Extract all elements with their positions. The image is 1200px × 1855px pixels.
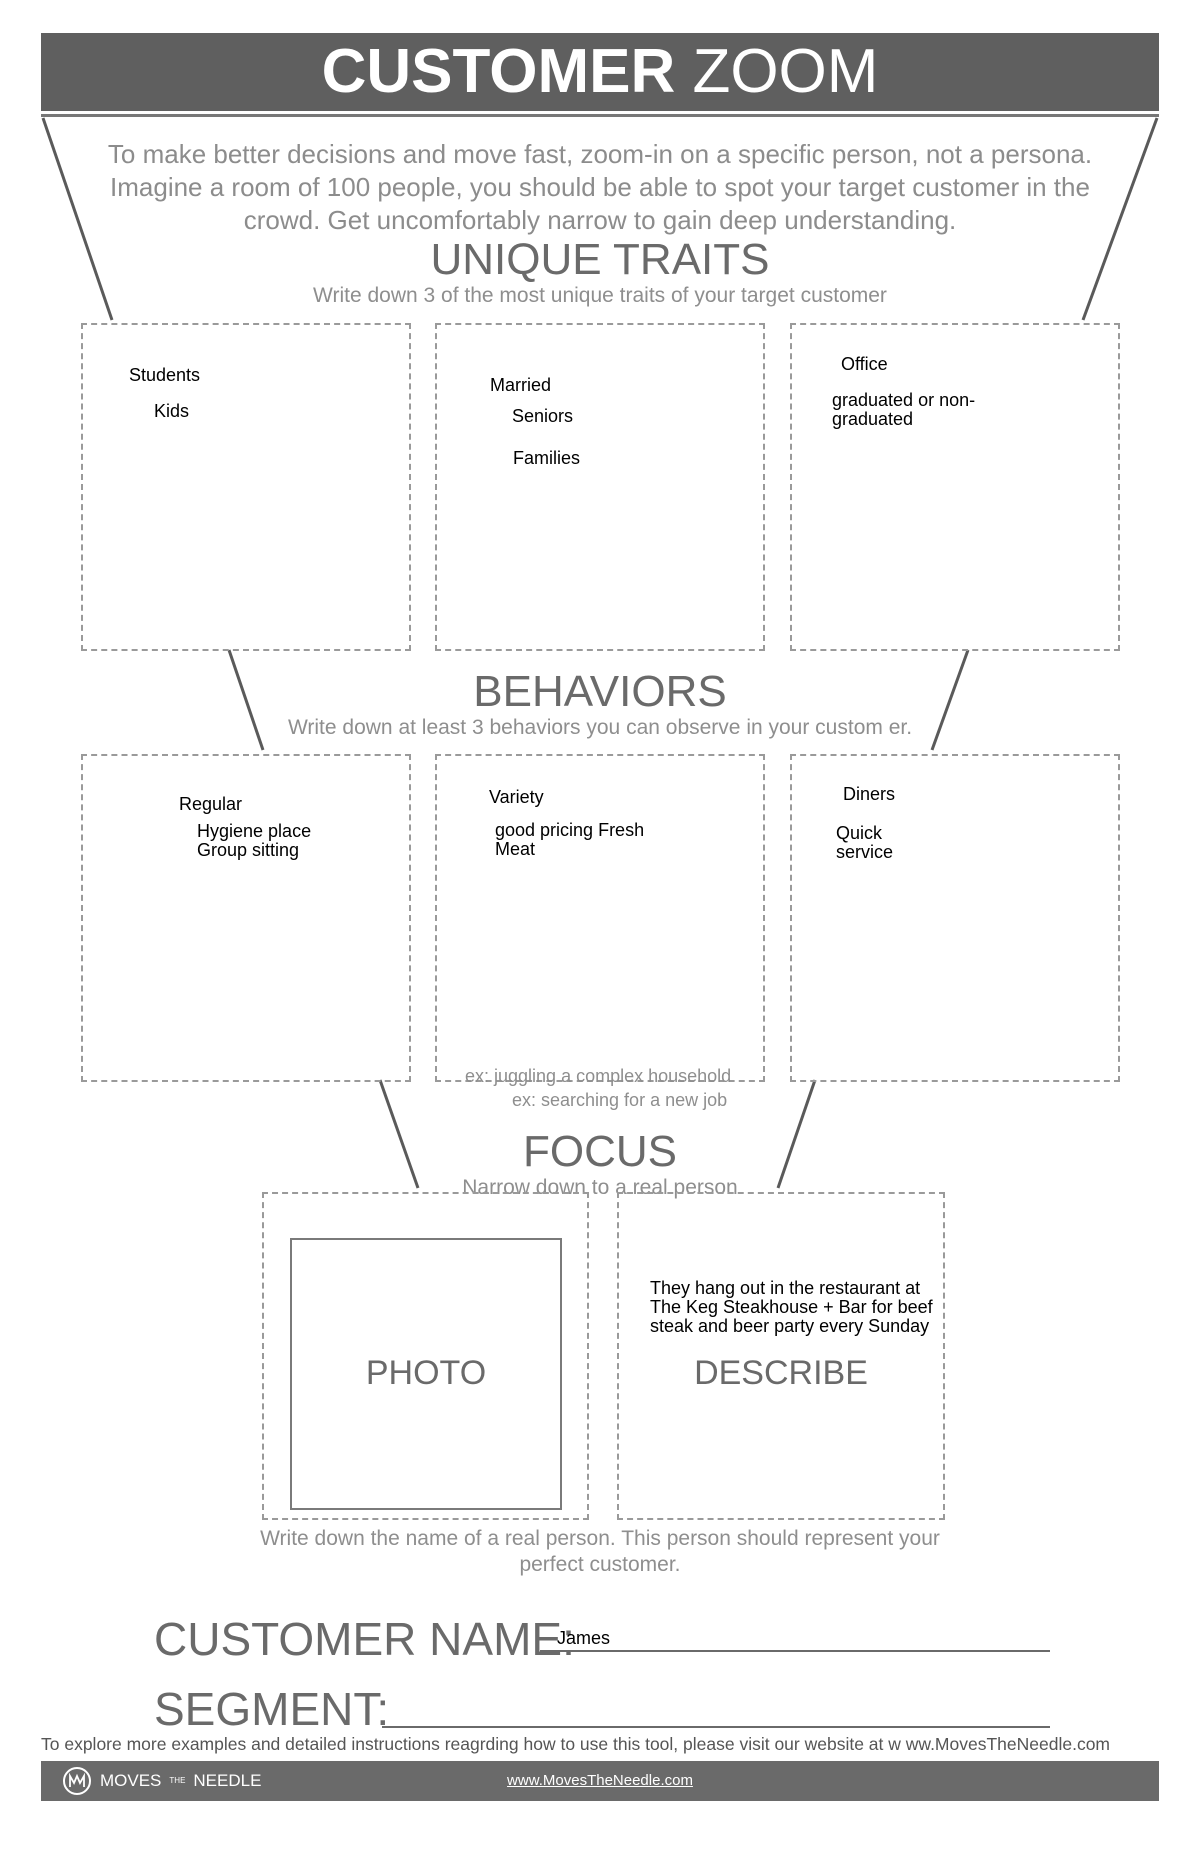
behavior-3-item-2: Quick service	[836, 823, 894, 862]
unique-traits-title: UNIQUE TRAITS	[430, 235, 770, 284]
behavior-2-item-2: good pricing Fresh Meat	[495, 820, 645, 859]
focus-instruction: Write down the name of a real person. Th…	[260, 1527, 940, 1576]
customer-name-line[interactable]	[540, 1650, 1050, 1652]
behavior-1-item-1: Regular	[179, 794, 243, 814]
describe-label: DESCRIBE	[694, 1354, 868, 1392]
brand-moves: MOVES	[100, 1771, 162, 1790]
behavior-box-3[interactable]: Diners Quick service	[790, 754, 1120, 1082]
behavior-2-item-1: Variety	[489, 787, 544, 807]
funnel-line-bottom-right	[776, 1079, 817, 1189]
intro-text: To make better decisions and move fast, …	[107, 139, 1093, 235]
moves-the-needle-logo-icon	[63, 1767, 91, 1795]
behavior-3-item-1: Diners	[843, 784, 896, 804]
trait-2-item-2: Seniors	[512, 406, 574, 426]
title-light: ZOOM	[692, 37, 879, 106]
photo-label: PHOTO	[365, 1354, 487, 1392]
footer-website-link[interactable]: www.MovesTheNeedle.com	[507, 1772, 693, 1789]
describe-box[interactable]: They hang out in the restaurant at The K…	[617, 1192, 945, 1520]
example-1: ex: juggling a complex household	[465, 1066, 732, 1086]
customer-name-value[interactable]: James	[557, 1628, 611, 1648]
footer-note: To explore more examples and detailed in…	[41, 1734, 1111, 1754]
funnel-line-bottom-left	[378, 1079, 420, 1189]
behavior-box-1[interactable]: Regular Hygiene place Group sitting	[81, 754, 411, 1082]
trait-box-3[interactable]: Office graduated or non-graduated	[790, 323, 1120, 651]
customer-name-label: CUSTOMER NAME:	[154, 1613, 575, 1665]
example-2: ex: searching for a new job	[512, 1090, 728, 1110]
header-rule	[41, 114, 1159, 117]
segment-label: SEGMENT:	[154, 1683, 390, 1735]
trait-2-item-1: Married	[490, 375, 552, 395]
brand-needle: NEEDLE	[193, 1771, 262, 1790]
behaviors-subtitle: Write down at least 3 behaviors you can …	[287, 716, 913, 739]
photo-frame[interactable]: PHOTO	[290, 1238, 562, 1510]
brand-the: THE	[169, 1776, 186, 1785]
trait-3-item-1: Office	[841, 354, 888, 374]
header-bar	[41, 33, 1159, 111]
trait-1-item-1: Students	[129, 365, 201, 385]
funnel-line-top-right	[1081, 117, 1159, 321]
trait-3-item-2: graduated or non-graduated	[832, 390, 976, 429]
behavior-box-2[interactable]: Variety good pricing Fresh Meat	[435, 754, 765, 1082]
unique-traits-subtitle: Write down 3 of the most unique traits o…	[313, 284, 887, 307]
footer-bar	[41, 1761, 1159, 1801]
segment-line[interactable]	[382, 1726, 1050, 1728]
describe-text: They hang out in the restaurant at The K…	[650, 1279, 933, 1336]
trait-1-item-2: Kids	[154, 401, 190, 421]
focus-title: FOCUS	[523, 1127, 677, 1176]
trait-2-item-3: Families	[513, 448, 581, 468]
trait-box-1[interactable]: Students Kids	[81, 323, 411, 651]
trait-box-2[interactable]: Married Seniors Families	[435, 323, 765, 651]
footer-brand: MOVES THE NEEDLE	[62, 1764, 261, 1798]
funnel-line-top-left	[41, 117, 114, 321]
page-title: CUSTOMER ZOOM	[41, 33, 1159, 111]
title-bold: CUSTOMER	[321, 37, 676, 106]
photo-box[interactable]: PHOTO	[262, 1192, 589, 1520]
behaviors-title: BEHAVIORS	[473, 667, 727, 716]
behavior-1-item-2: Hygiene place Group sitting	[197, 821, 312, 860]
funnel-line-mid-left	[227, 649, 265, 751]
funnel-line-mid-right	[930, 649, 970, 751]
